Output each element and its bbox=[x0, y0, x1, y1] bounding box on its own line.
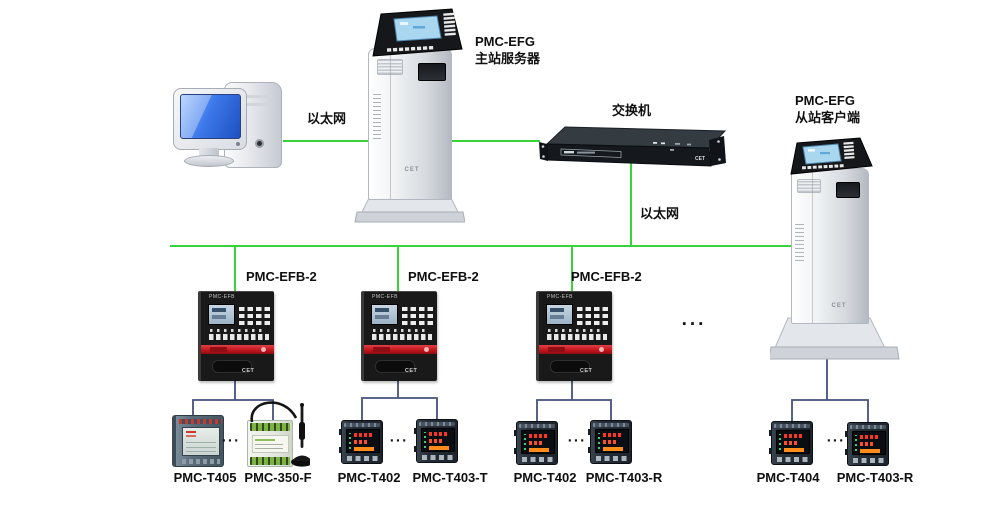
panel-meter-illustration bbox=[845, 422, 889, 466]
server-kiosk-head bbox=[372, 8, 463, 57]
client-kiosk-head bbox=[790, 137, 873, 175]
efb-red-stripe bbox=[364, 345, 437, 354]
efb-led-row bbox=[210, 329, 266, 332]
m350-terminal-top bbox=[250, 423, 290, 431]
meter-label: PMC-T403-R bbox=[836, 470, 914, 485]
pc-monitor-base bbox=[184, 155, 234, 167]
efb-panel-label: PMC-EFB-2 bbox=[571, 269, 642, 284]
ellipsis: ... bbox=[389, 428, 409, 446]
switch-left-ear bbox=[539, 142, 548, 161]
client-title-line1: PMC-EFG bbox=[795, 93, 855, 108]
client-kiosk-illustration: CET bbox=[770, 133, 900, 368]
efb-button-row bbox=[209, 334, 269, 340]
server-side-vents bbox=[373, 93, 381, 139]
efb-lower-slot bbox=[375, 360, 415, 373]
efb-panel-label: PMC-EFB-2 bbox=[408, 269, 479, 284]
meter-label: PMC-T404 bbox=[756, 470, 820, 485]
efb-lower-slot bbox=[550, 360, 590, 373]
efb-lower-slot bbox=[212, 360, 252, 373]
efb-button-row bbox=[547, 334, 607, 340]
m350-face bbox=[252, 435, 289, 453]
meter-label: PMC-T403-R bbox=[585, 470, 663, 485]
efb-header-text: PMC-EFB bbox=[372, 294, 398, 300]
switch-title: 交换机 bbox=[612, 103, 652, 118]
client-kiosk-body: CET bbox=[791, 168, 869, 324]
panel-meter-illustration bbox=[339, 420, 383, 464]
client-title: PMC-EFG 从站客户端 bbox=[795, 92, 860, 126]
switch-brand-logo: CET bbox=[695, 156, 705, 162]
pc-monitor-neck bbox=[199, 148, 219, 157]
efb-led-row bbox=[548, 329, 604, 332]
server-kiosk-body: CET bbox=[368, 48, 452, 200]
meter-label: PMC-T403-T bbox=[412, 470, 488, 485]
t405-buttons bbox=[182, 459, 220, 464]
client-kiosk-base bbox=[770, 317, 900, 360]
panel-meter-illustration bbox=[414, 419, 458, 463]
client-brand-logo: CET bbox=[831, 303, 847, 309]
efb-panel-illustration: PMC-EFB CET bbox=[198, 291, 274, 381]
client-reader-badge bbox=[836, 182, 860, 198]
server-title: PMC-EFG 主站服务器 bbox=[475, 33, 540, 67]
efb-panel-illustration: PMC-EFB CET bbox=[536, 291, 612, 381]
server-title-line2: 主站服务器 bbox=[475, 51, 541, 66]
pc-drive-slot bbox=[233, 95, 273, 98]
efb-lcd bbox=[371, 304, 398, 325]
efb-red-stripe bbox=[201, 345, 274, 354]
meter-350f-illustration bbox=[247, 420, 293, 467]
switch-illustration: CET bbox=[539, 126, 727, 167]
fieldbus-wires bbox=[192, 356, 869, 422]
server-reader-badge bbox=[418, 63, 446, 81]
meter-label: PMC-T402 bbox=[513, 470, 577, 485]
switch-right-ear bbox=[709, 136, 726, 166]
server-title-line1: PMC-EFG bbox=[475, 34, 535, 49]
pc-monitor bbox=[173, 88, 247, 150]
meter-label: PMC-350-F bbox=[244, 470, 312, 485]
meter-t405-illustration bbox=[172, 415, 224, 467]
panel-meter-illustration bbox=[514, 421, 558, 465]
t405-top-strip bbox=[179, 419, 222, 424]
panel-meter-illustration bbox=[588, 420, 632, 464]
pc-power-button bbox=[255, 139, 264, 148]
efb-header-text: PMC-EFB bbox=[547, 294, 573, 300]
client-side-vents bbox=[795, 221, 804, 261]
efb-indicator-grid bbox=[402, 305, 434, 325]
ellipsis-large: ... bbox=[681, 309, 707, 330]
panel-meter-illustration bbox=[769, 421, 813, 465]
pc-monitor-led bbox=[236, 142, 240, 146]
efb-brand-logo: CET bbox=[579, 368, 593, 374]
efb-panel-illustration: PMC-EFB CET bbox=[361, 291, 437, 381]
ellipsis: ... bbox=[826, 428, 846, 446]
m350-terminal-bottom bbox=[250, 457, 290, 465]
m350-antenna-assembly bbox=[250, 401, 310, 467]
ethernet-label-pc: 以太网 bbox=[307, 111, 347, 126]
efb-indicator-grid bbox=[577, 305, 609, 325]
meter-label: PMC-T402 bbox=[337, 470, 401, 485]
ellipsis: ... bbox=[567, 428, 587, 446]
efb-led-row bbox=[373, 329, 429, 332]
efb-indicator-grid bbox=[239, 305, 271, 325]
efb-red-stripe bbox=[539, 345, 612, 354]
efb-brand-logo: CET bbox=[241, 368, 255, 374]
efb-lcd bbox=[546, 304, 573, 325]
ethernet-label-switch: 以太网 bbox=[640, 206, 680, 221]
switch-label-plate bbox=[560, 148, 622, 158]
pc-screen bbox=[180, 94, 241, 139]
efb-header-text: PMC-EFB bbox=[209, 294, 235, 300]
meter-label: PMC-T405 bbox=[173, 470, 237, 485]
efb-lcd bbox=[208, 304, 235, 325]
antenna-icon bbox=[291, 403, 310, 467]
efb-panel-label: PMC-EFB-2 bbox=[246, 269, 317, 284]
t405-lcd bbox=[182, 427, 220, 456]
server-brand-logo: CET bbox=[404, 167, 420, 173]
server-kiosk-illustration: CET bbox=[353, 6, 465, 226]
antenna-cable bbox=[250, 401, 298, 423]
client-vent-grille bbox=[797, 179, 821, 193]
efb-brand-logo: CET bbox=[404, 368, 418, 374]
ellipsis: ... bbox=[221, 428, 241, 446]
client-title-line2: 从站客户端 bbox=[795, 110, 861, 125]
efb-button-row bbox=[372, 334, 432, 340]
